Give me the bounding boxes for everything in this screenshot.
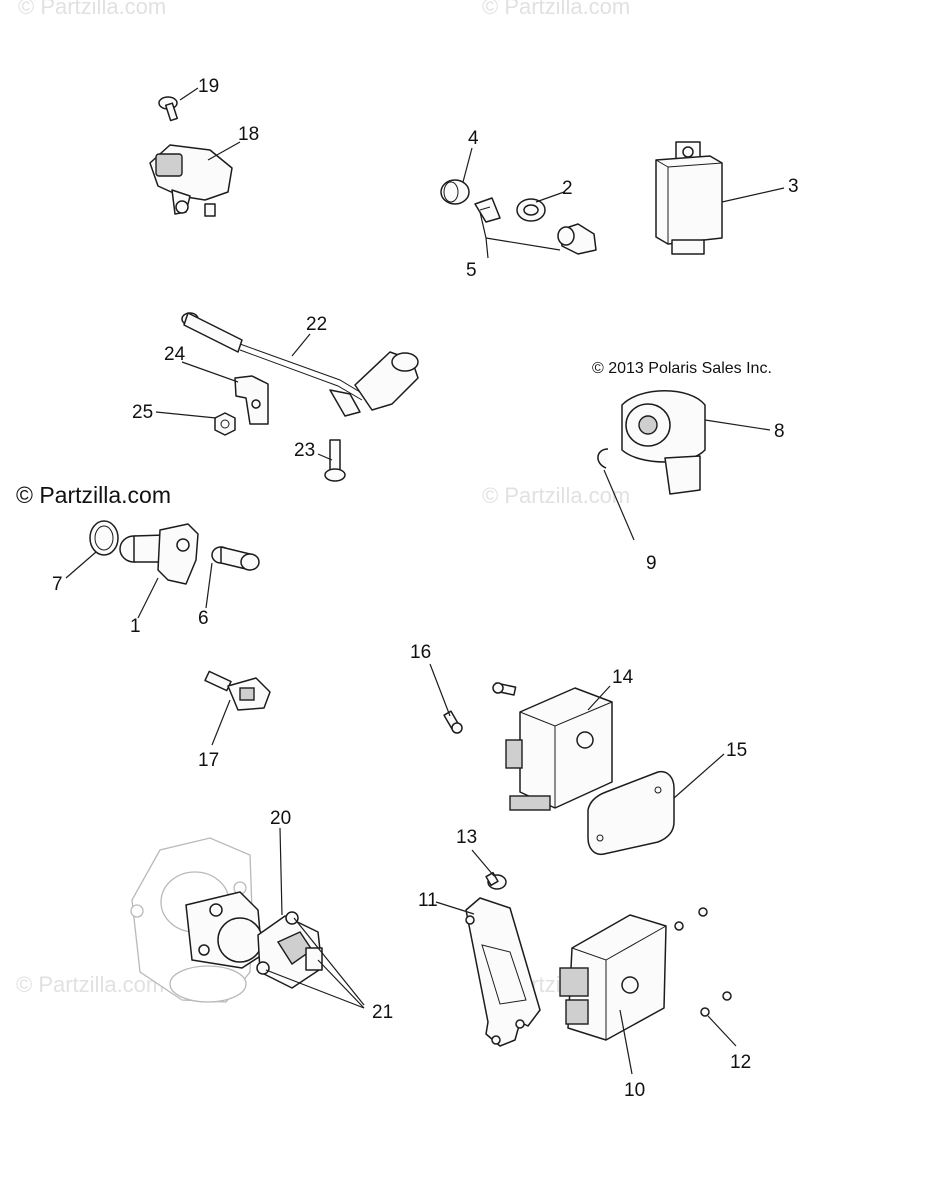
callout-11: 11 (418, 890, 438, 911)
callout-labels: 19 18 4 2 3 5 22 24 25 23 8 9 7 1 6 17 1… (52, 76, 799, 1101)
part-5-retaining-clip[interactable] (474, 197, 501, 223)
callout-5: 5 (466, 260, 477, 281)
part-22-speed-sensor-harness[interactable] (181, 312, 419, 417)
part-16-screws[interactable] (443, 682, 517, 734)
callout-21: 21 (372, 1002, 393, 1023)
callout-13: 13 (456, 827, 477, 848)
part-17-temperature-sensor[interactable] (204, 670, 271, 711)
part-8-knock-sensor[interactable] (621, 390, 706, 495)
callout-6: 6 (198, 608, 209, 629)
part-24-bracket[interactable] (234, 375, 269, 425)
part-18-map-sensor[interactable] (149, 144, 233, 217)
leader-lines (65, 87, 785, 1075)
callout-12: 12 (730, 1052, 751, 1073)
watermark-mid-center: © Partzilla.com (482, 483, 630, 508)
part-3-relay-module[interactable] (655, 141, 723, 255)
part-12-screws[interactable] (674, 907, 732, 1017)
part-10-engine-control-unit[interactable] (559, 914, 667, 1041)
part-1-cam-sensor[interactable] (119, 523, 199, 585)
callout-25: 25 (132, 402, 153, 423)
callout-4: 4 (468, 128, 479, 149)
callout-14: 14 (612, 667, 634, 688)
part-20-throttle-body[interactable] (130, 837, 263, 1003)
callout-9: 9 (646, 553, 657, 574)
watermark-lower-left: © Partzilla.com (16, 972, 164, 997)
callout-20: 20 (270, 808, 291, 829)
callout-3: 3 (788, 176, 799, 197)
callout-22: 22 (306, 314, 327, 335)
callout-19: 19 (198, 76, 219, 97)
callout-7: 7 (52, 574, 63, 595)
watermark-mid-left: © Partzilla.com (16, 482, 171, 508)
callout-16: 16 (410, 642, 431, 663)
part-5-sensor[interactable] (557, 223, 597, 255)
part-23-bolt[interactable] (324, 439, 346, 482)
part-14-ecu-housing[interactable] (505, 687, 613, 811)
callout-23: 23 (294, 440, 315, 461)
part-13-bolt[interactable] (485, 871, 507, 890)
callout-2: 2 (562, 178, 573, 199)
part-25-nut[interactable] (214, 412, 236, 436)
part-4-cap[interactable] (440, 179, 470, 205)
callout-18: 18 (238, 124, 259, 145)
callout-24: 24 (164, 344, 186, 365)
callout-10: 10 (624, 1080, 645, 1101)
part-9-retaining-ring[interactable] (597, 448, 609, 469)
part-2-grommet[interactable] (516, 198, 546, 222)
part-19-bolt[interactable] (158, 96, 179, 122)
watermark-top-center: © Partzilla.com (482, 0, 630, 19)
callout-15: 15 (726, 740, 747, 761)
copyright-notice: © 2013 Polaris Sales Inc. (592, 360, 772, 377)
callout-17: 17 (198, 750, 219, 771)
part-7-o-ring[interactable] (89, 520, 119, 556)
callout-1: 1 (130, 616, 141, 637)
part-11-ecu-bracket[interactable] (465, 897, 541, 1047)
part-6-spacer[interactable] (211, 546, 260, 571)
part-21-throttle-position-sensor[interactable] (256, 911, 323, 989)
watermark-top-left: © Partzilla.com (18, 0, 166, 19)
callout-8: 8 (774, 421, 785, 442)
part-15-gasket[interactable] (587, 770, 675, 856)
